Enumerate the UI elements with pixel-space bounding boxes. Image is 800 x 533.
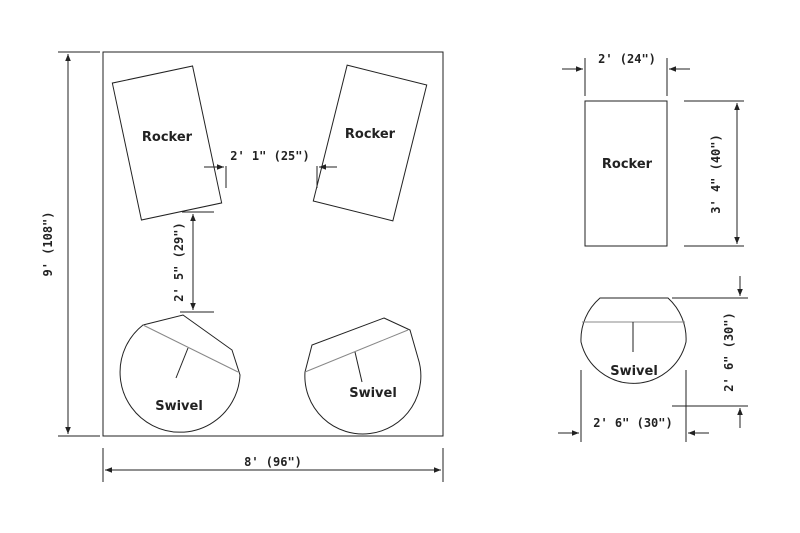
swivel-detail-shape xyxy=(580,297,687,384)
room-width-label: 8' (96") xyxy=(244,455,302,469)
rocker-left-label: Rocker xyxy=(142,130,193,145)
rocker-detail-label: Rocker xyxy=(602,157,653,172)
rocker-width-dimension: 2' (24") xyxy=(562,52,690,96)
rocker-right xyxy=(312,64,428,222)
rocker-depth-dimension: 3' 4" (40") xyxy=(684,100,744,247)
swivel-left xyxy=(119,314,241,433)
swivel-detail-label: Swivel xyxy=(610,364,658,379)
swivel-right-label: Swivel xyxy=(349,386,397,401)
swivel-width-label: 2' 6" (30") xyxy=(593,416,672,430)
swivel-depth-label: 2' 6" (30") xyxy=(722,312,736,391)
rocker-detail-shape xyxy=(584,100,668,247)
swivel-right xyxy=(304,317,422,435)
room-outline xyxy=(102,51,444,437)
rocker-width-label: 2' (24") xyxy=(598,52,656,66)
swivel-depth-dimension: 2' 6" (30") xyxy=(672,276,748,428)
room-height-label: 9' (108") xyxy=(41,211,55,276)
rocker-gap-dimension: 2' 1" (25") xyxy=(204,149,337,188)
swivel-left-label: Swivel xyxy=(155,399,203,414)
rocker-to-swivel-dimension: 2' 5" (29") xyxy=(172,211,214,313)
swivel-width-dimension: 2' 6" (30") xyxy=(558,370,709,442)
room-height-dimension: 9' (108") xyxy=(41,51,100,437)
rocker-gap-label: 2' 1" (25") xyxy=(230,149,309,163)
rocker-to-swivel-label: 2' 5" (29") xyxy=(172,222,186,301)
rocker-right-label: Rocker xyxy=(345,127,396,142)
rocker-depth-label: 3' 4" (40") xyxy=(709,134,723,213)
rocker-left xyxy=(111,65,223,221)
room-width-dimension: 8' (96") xyxy=(102,448,444,482)
